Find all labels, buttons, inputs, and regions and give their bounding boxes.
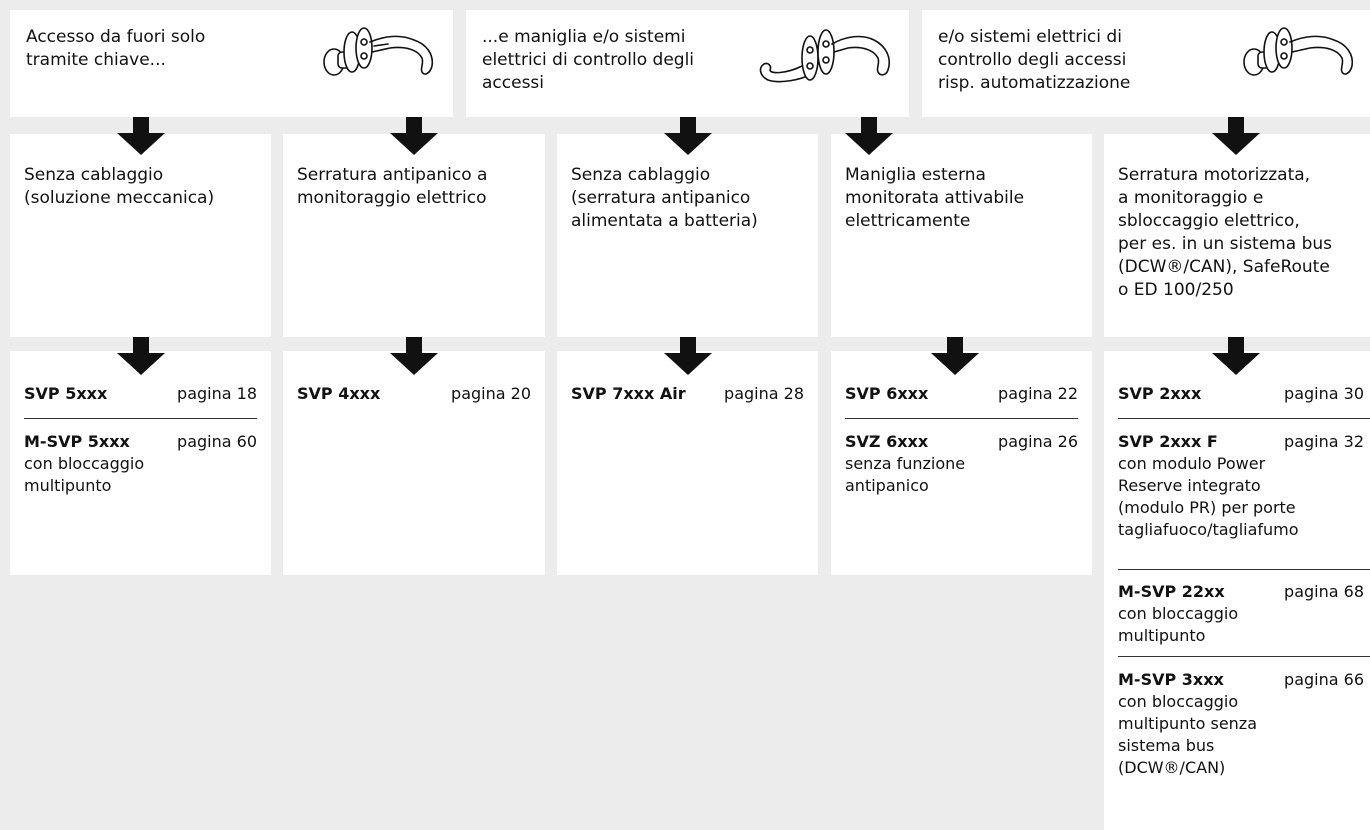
down-arrow-icon <box>390 337 438 375</box>
solution-box-1: Senza cablaggio (soluzione meccanica) <box>10 134 271 337</box>
double-lever-handle-icon <box>759 29 890 83</box>
product-page: pagina 66 <box>1284 670 1364 689</box>
product-note: multipunto <box>1118 626 1206 645</box>
product-box-4: SVP 6xxx pagina 22 SVZ 6xxx pagina 26 se… <box>831 351 1092 575</box>
product-page: pagina 18 <box>177 384 257 403</box>
divider <box>1118 418 1370 419</box>
solution-text: Maniglia esterna monitorata attivabile e… <box>845 165 1025 231</box>
product-note: senza funzione <box>845 454 966 473</box>
product-code: SVZ 6xxx <box>845 432 929 451</box>
product-box-1: SVP 5xxx pagina 18 M-SVP 5xxx pagina 60 … <box>10 351 271 575</box>
solution-text: Serratura motorizzata, a monitoraggio e … <box>1118 165 1332 300</box>
product-note: antipanico <box>845 476 929 495</box>
top-box-text: e/o sistemi elettrici di controllo degli… <box>938 27 1131 93</box>
product-note: Reserve integrato <box>1118 476 1261 495</box>
product-note: tagliafuoco/tagliafumo <box>1118 520 1299 539</box>
product-code: M-SVP 22xx <box>1118 582 1225 601</box>
door-knob-and-lever-handle-icon <box>323 27 434 76</box>
product-note: con bloccaggio <box>24 454 145 473</box>
product-entry: SVZ 6xxx pagina 26 senza funzione antipa… <box>845 431 1078 497</box>
product-page: pagina 30 <box>1284 384 1364 403</box>
down-arrow-icon <box>117 117 165 155</box>
divider <box>845 418 1078 419</box>
product-entry: SVP 4xxx pagina 20 <box>297 383 531 405</box>
product-page: pagina 32 <box>1284 432 1364 451</box>
top-box-text: ...e maniglia e/o sistemi elettrici di c… <box>482 27 695 93</box>
product-entry: SVP 7xxx Air pagina 28 <box>571 383 804 405</box>
down-arrow-icon <box>117 337 165 375</box>
top-box-lever-access: ...e maniglia e/o sistemi elettrici di c… <box>466 10 909 117</box>
solution-text: Senza cablaggio (soluzione meccanica) <box>24 165 215 208</box>
solution-text: Senza cablaggio (serratura antipanico al… <box>571 165 758 231</box>
product-code: M-SVP 3xxx <box>1118 670 1224 689</box>
product-page: pagina 22 <box>998 384 1078 403</box>
divider <box>1118 569 1370 570</box>
solution-box-4: Maniglia esterna monitorata attivabile e… <box>831 134 1092 337</box>
product-entry: SVP 5xxx pagina 18 <box>24 383 257 405</box>
product-code: SVP 2xxx <box>1118 384 1202 403</box>
solution-box-2: Serratura antipanico a monitoraggio elet… <box>283 134 545 337</box>
product-page: pagina 20 <box>451 384 531 403</box>
down-arrow-icon <box>845 117 893 155</box>
product-entry: M-SVP 5xxx pagina 60 con bloccaggio mult… <box>24 431 257 497</box>
down-arrow-icon <box>664 117 712 155</box>
divider <box>24 418 257 419</box>
solution-box-3: Senza cablaggio (serratura antipanico al… <box>557 134 818 337</box>
product-code: SVP 4xxx <box>297 384 381 403</box>
down-arrow-icon <box>1212 337 1260 375</box>
product-box-3: SVP 7xxx Air pagina 28 <box>557 351 818 575</box>
product-note: sistema bus <box>1118 736 1215 755</box>
product-box-5: SVP 2xxx pagina 30 SVP 2xxx F pagina 32 … <box>1104 351 1370 830</box>
door-knob-and-lever-handle-icon <box>1243 27 1354 76</box>
product-page: pagina 26 <box>998 432 1078 451</box>
top-box-electric-access: e/o sistemi elettrici di controllo degli… <box>922 10 1370 117</box>
product-note: (modulo PR) per porte <box>1118 498 1296 517</box>
product-code: SVP 7xxx Air <box>571 384 686 403</box>
product-page: pagina 68 <box>1284 582 1364 601</box>
solution-box-5: Serratura motorizzata, a monitoraggio e … <box>1104 134 1370 337</box>
product-entry: SVP 2xxx F pagina 32 con modulo Power Re… <box>1118 431 1364 541</box>
product-entry: M-SVP 3xxx pagina 66 con bloccaggio mult… <box>1118 669 1364 779</box>
down-arrow-icon <box>390 117 438 155</box>
product-entry: SVP 2xxx pagina 30 <box>1118 383 1364 405</box>
down-arrow-icon <box>664 337 712 375</box>
product-note: multipunto senza <box>1118 714 1257 733</box>
product-entry: M-SVP 22xx pagina 68 con bloccaggio mult… <box>1118 581 1364 647</box>
product-note: con modulo Power <box>1118 454 1266 473</box>
down-arrow-icon <box>931 337 979 375</box>
product-note: (DCW®/CAN) <box>1118 758 1226 777</box>
solution-text: Serratura antipanico a monitoraggio elet… <box>297 165 488 208</box>
down-arrow-icon <box>1212 117 1260 155</box>
top-box-text: Accesso da fuori solo tramite chiave... <box>26 27 206 70</box>
product-note: con bloccaggio <box>1118 604 1239 623</box>
product-entry: SVP 6xxx pagina 22 <box>845 383 1078 405</box>
product-page: pagina 60 <box>177 432 257 451</box>
product-code: SVP 2xxx F <box>1118 432 1218 451</box>
product-page: pagina 28 <box>724 384 804 403</box>
top-box-key-access: Accesso da fuori solo tramite chiave... <box>10 10 453 117</box>
product-code: SVP 5xxx <box>24 384 108 403</box>
product-note: multipunto <box>24 476 112 495</box>
product-code: SVP 6xxx <box>845 384 929 403</box>
divider <box>1118 656 1370 657</box>
product-box-2: SVP 4xxx pagina 20 <box>283 351 545 575</box>
product-code: M-SVP 5xxx <box>24 432 130 451</box>
product-note: con bloccaggio <box>1118 692 1239 711</box>
